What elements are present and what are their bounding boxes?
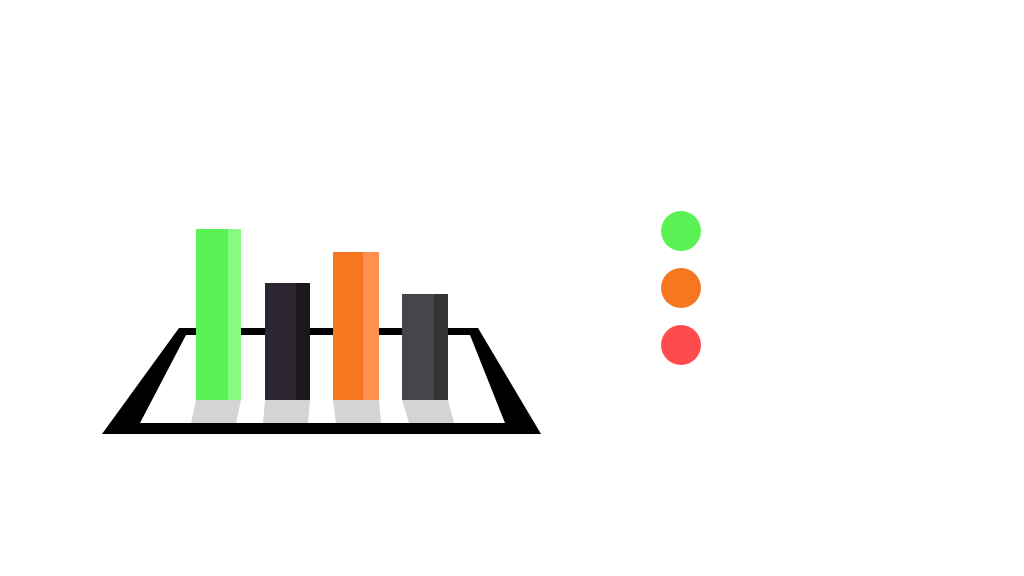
bar-shadow	[402, 400, 454, 423]
bar-orange	[333, 252, 379, 400]
bar-side	[228, 229, 241, 400]
dot-red	[661, 325, 701, 365]
bar-green	[196, 229, 241, 400]
bar-shadows	[191, 400, 454, 423]
bar-side	[296, 283, 310, 400]
dot-orange	[661, 268, 701, 308]
bar-front	[333, 252, 363, 400]
bar-dark	[265, 283, 310, 400]
bar-gray	[402, 294, 448, 400]
bar-shadow	[191, 400, 241, 423]
bar-side	[363, 252, 379, 400]
dot-green	[661, 211, 701, 251]
bar-shadow	[333, 400, 381, 423]
bar-front	[265, 283, 296, 400]
bar-shadow	[263, 400, 310, 423]
chart-board	[102, 328, 541, 434]
bars	[196, 229, 448, 400]
bar-front	[196, 229, 228, 400]
bar-side	[434, 294, 448, 400]
legend-dots	[661, 211, 701, 365]
bar-front	[402, 294, 434, 400]
